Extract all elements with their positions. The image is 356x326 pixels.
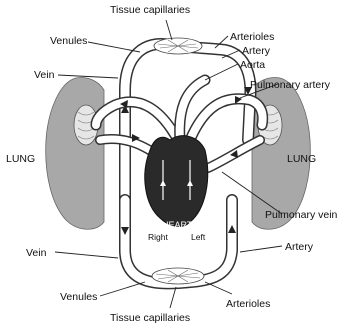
label-pulmonary-artery: Pulmonary artery [250,79,331,91]
left-lung [46,78,104,230]
label-vein-top: Vein [34,69,55,81]
label-vein-bottom: Vein [26,247,47,259]
label-lung-left: LUNG [6,153,35,165]
label-artery-bottom: Artery [285,241,314,253]
label-heart-left: Left [191,232,206,242]
label-lung-right: LUNG [287,153,316,165]
label-tissue-capillaries-top: Tissue capillaries [110,4,190,16]
label-arterioles-top: Arterioles [230,31,274,43]
label-heart-right: Right [148,232,168,242]
label-tissue-capillaries-bottom: Tissue capillaries [110,312,190,324]
heart [145,136,208,227]
label-venules-top: Venules [50,35,87,47]
label-heart: HEART [162,220,193,230]
label-artery-top: Artery [242,45,271,57]
label-pulmonary-vein: Pulmonary vein [265,209,338,221]
label-arterioles-bottom: Arterioles [226,298,270,310]
label-aorta: Aorta [240,59,265,71]
label-venules-bottom: Venules [60,291,97,303]
